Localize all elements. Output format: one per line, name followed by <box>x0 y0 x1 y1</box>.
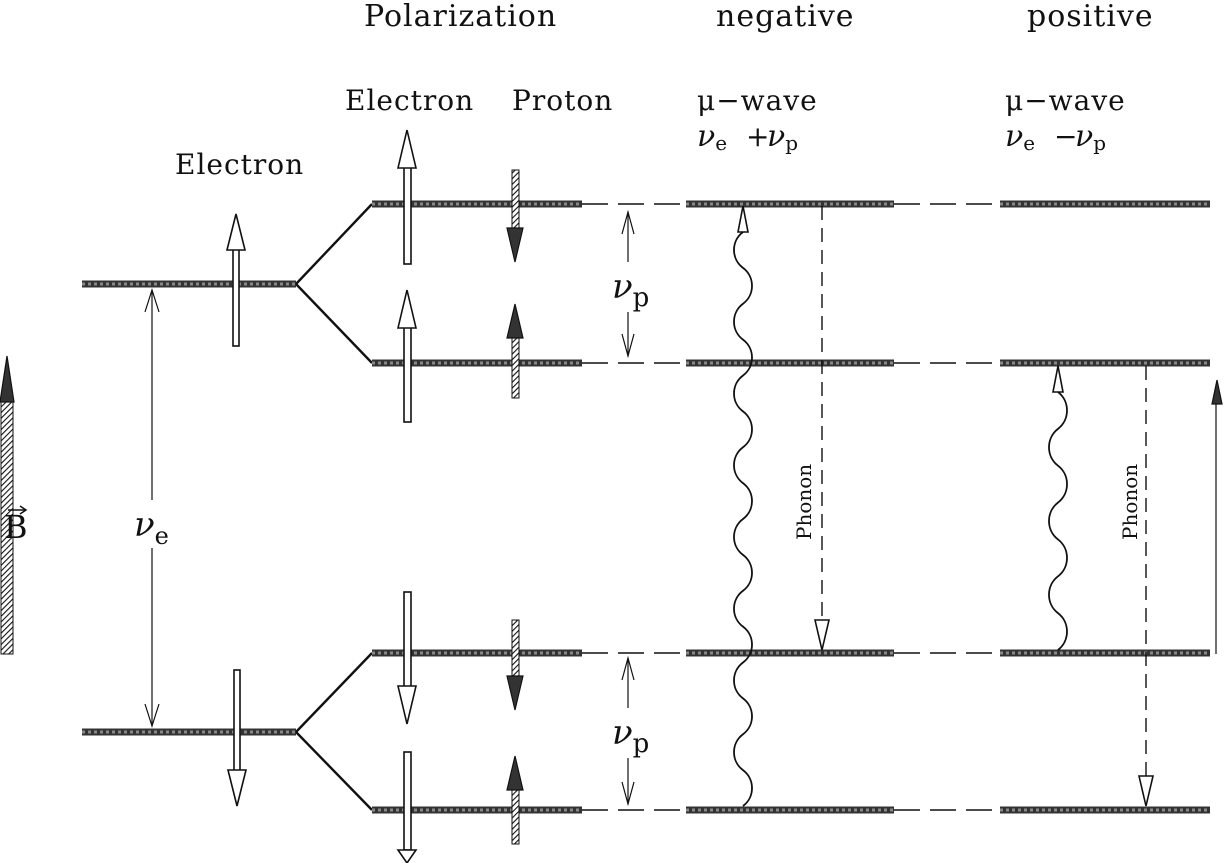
nu-p-bottom-label: νp <box>612 713 649 759</box>
header-positive: positive <box>1027 0 1154 34</box>
positive-phonon-label: Phonon <box>1118 464 1142 540</box>
positive-phonon-relaxation: Phonon <box>1118 366 1155 807</box>
positive-mu-wave-text: μ−wave <box>1005 84 1126 117</box>
electron-spin-down-left <box>226 669 248 807</box>
negative-mu-wave-label: μ−wave νe + νp <box>697 84 818 155</box>
electron-spin-down-level3 <box>396 591 418 725</box>
negative-mu-wave-text: μ−wave <box>697 84 818 117</box>
positive-levels <box>1000 200 1210 814</box>
negative-microwave-transition <box>733 205 753 807</box>
hyperfine-levels-left <box>372 200 582 814</box>
nu-p-bottom-splitting-arrow: νp <box>610 655 662 807</box>
nu-e-label: νe <box>134 505 169 550</box>
header-electron-column: Electron <box>345 84 474 117</box>
nu-e-splitting-arrow: νe <box>128 288 178 728</box>
nu-p-top-splitting-arrow: νp <box>610 209 662 359</box>
positive-mu-wave-label: μ−wave νe − νp <box>1005 84 1126 155</box>
positive-freq-op: − <box>1054 120 1077 153</box>
positive-freq-nu-e: νe <box>1005 119 1035 155</box>
electron-spin-up-left <box>225 213 247 347</box>
field-vector-head <box>19 505 28 515</box>
proton-spin-up-level4 <box>506 755 524 845</box>
field-label-b: B <box>4 508 28 546</box>
negative-phonon-relaxation: Phonon <box>792 206 831 651</box>
proton-spin-down-level1 <box>506 169 524 263</box>
negative-levels <box>686 200 894 814</box>
header-polarization: Polarization <box>364 0 557 34</box>
magnetic-field-arrow: B <box>0 355 28 655</box>
nu-p-top-label: νp <box>612 267 649 313</box>
electron-spin-up-level1 <box>396 129 418 265</box>
electron-spin-down-level4 <box>396 751 418 863</box>
negative-freq-nu-p: νp <box>767 119 798 155</box>
header-proton-column: Proton <box>512 84 613 117</box>
header-negative: negative <box>716 0 855 34</box>
negative-freq-nu-e: νe <box>697 119 727 155</box>
negative-freq-op: + <box>746 120 769 153</box>
electron-spin-up-level2 <box>396 289 418 423</box>
header-electron-left: Electron <box>175 148 304 181</box>
positive-freq-nu-p: νp <box>1075 119 1106 155</box>
level-connectors <box>582 203 1000 811</box>
splitting-branches <box>295 203 373 811</box>
positive-microwave-transition <box>1048 365 1068 651</box>
proton-spin-down-level3 <box>506 619 524 711</box>
positive-nu-e-indicator <box>1211 379 1223 654</box>
negative-phonon-label: Phonon <box>792 464 816 540</box>
proton-spin-up-level2 <box>506 303 524 399</box>
